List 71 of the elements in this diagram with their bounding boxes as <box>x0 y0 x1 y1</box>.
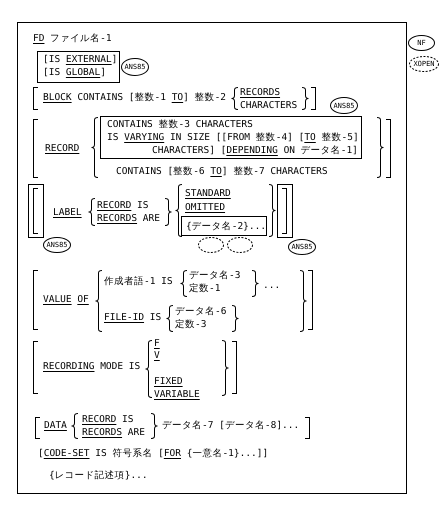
frame-box <box>17 22 407 494</box>
keyword: DEPENDING <box>226 144 278 156</box>
syntax-text: IN SIZE [[FROM 整数-4] [ <box>170 132 304 142</box>
keyword: EXTERNAL <box>66 54 112 64</box>
syntax-text: IS <box>122 414 134 424</box>
syntax-text: IS <box>107 132 118 142</box>
syntax-text: IS 符号系名 [ <box>95 448 164 458</box>
bracket-box <box>277 184 293 238</box>
syntax-text: CHARACTERS <box>240 100 298 110</box>
keyword: TO <box>304 132 316 142</box>
syntax-text: データ名-7 [データ名-8]... <box>162 420 300 430</box>
keyword: FOR <box>164 448 181 458</box>
syntax-text: MODE IS <box>100 360 140 372</box>
keyword: OF <box>77 294 89 304</box>
syntax-text: CONTAINS [整数-1 <box>77 92 166 102</box>
option-box <box>100 116 362 159</box>
syntax-text: CONTAINS [整数-6 <box>116 166 205 176</box>
syntax-text: ] 整数-7 CHARACTERS <box>222 166 328 176</box>
keyword: V <box>154 350 160 360</box>
keyword: CODE-SET <box>44 448 90 458</box>
syntax-text: 作成者語-1 IS <box>104 276 173 286</box>
keyword: VALUE <box>43 294 72 304</box>
keyword: VARYING <box>124 132 164 142</box>
syntax-text: データ名-3 <box>189 270 240 280</box>
keyword: RECORD <box>97 200 132 210</box>
syntax-text: ファイル名-1 <box>50 32 112 44</box>
keyword: BLOCK <box>43 92 72 102</box>
keyword: OMITTED <box>185 202 226 212</box>
syntax-text: {レコード記述項}... <box>49 470 148 480</box>
syntax-text: 整数-5] <box>322 132 359 142</box>
option-box <box>181 216 267 236</box>
syntax-text: 定数-3 <box>175 318 206 330</box>
keyword: TO <box>172 92 184 102</box>
syntax-text: IS <box>137 200 148 210</box>
oval-mark <box>198 237 224 253</box>
keyword: RECORD <box>45 142 80 154</box>
keyword: RECORDS <box>97 212 138 224</box>
keyword: FILE-ID <box>104 312 144 322</box>
syntax-text: IS <box>150 312 162 322</box>
keyword: GLOBAL <box>66 66 100 78</box>
keyword: FD <box>33 32 44 44</box>
keyword: RECORDS <box>82 426 122 438</box>
syntax-text: [IS <box>43 54 60 64</box>
oval-mark <box>227 237 253 253</box>
syntax-text: データ名-6 <box>175 306 226 316</box>
syntax-text: [ <box>38 448 44 458</box>
keyword: FIXED <box>154 376 183 386</box>
syntax-text: ] 整数-2 <box>183 92 226 102</box>
option-box <box>37 51 120 83</box>
syntax-text: 定数-1 <box>189 282 220 294</box>
syntax-text: ... <box>263 280 280 290</box>
syntax-text: ARE <box>142 212 160 224</box>
syntax-text: [IS <box>43 66 60 78</box>
syntax-text: ON データ名-1] <box>284 144 358 156</box>
syntax-text: ] <box>100 66 106 78</box>
syntax-text: CONTAINS 整数-3 CHARACTERS <box>107 118 253 130</box>
syntax-text: {一意名-1}...]] <box>186 448 268 458</box>
syntax-text: ] <box>112 54 118 64</box>
keyword: RECORDING <box>43 360 94 372</box>
keyword: STANDARD <box>185 188 231 198</box>
syntax-text: ARE <box>128 426 145 438</box>
keyword: VARIABLE <box>154 388 200 400</box>
syntax-text: CHARACTERS] [ <box>152 144 226 156</box>
keyword: TO <box>210 166 222 176</box>
bracket-box <box>28 184 44 238</box>
keyword: LABEL <box>53 206 82 218</box>
keyword: RECORD <box>82 414 116 424</box>
keyword: DATA <box>44 420 67 430</box>
keyword: RECORDS <box>240 86 280 98</box>
syntax-text: {データ名-2}... <box>186 220 266 232</box>
keyword: F <box>154 338 160 348</box>
